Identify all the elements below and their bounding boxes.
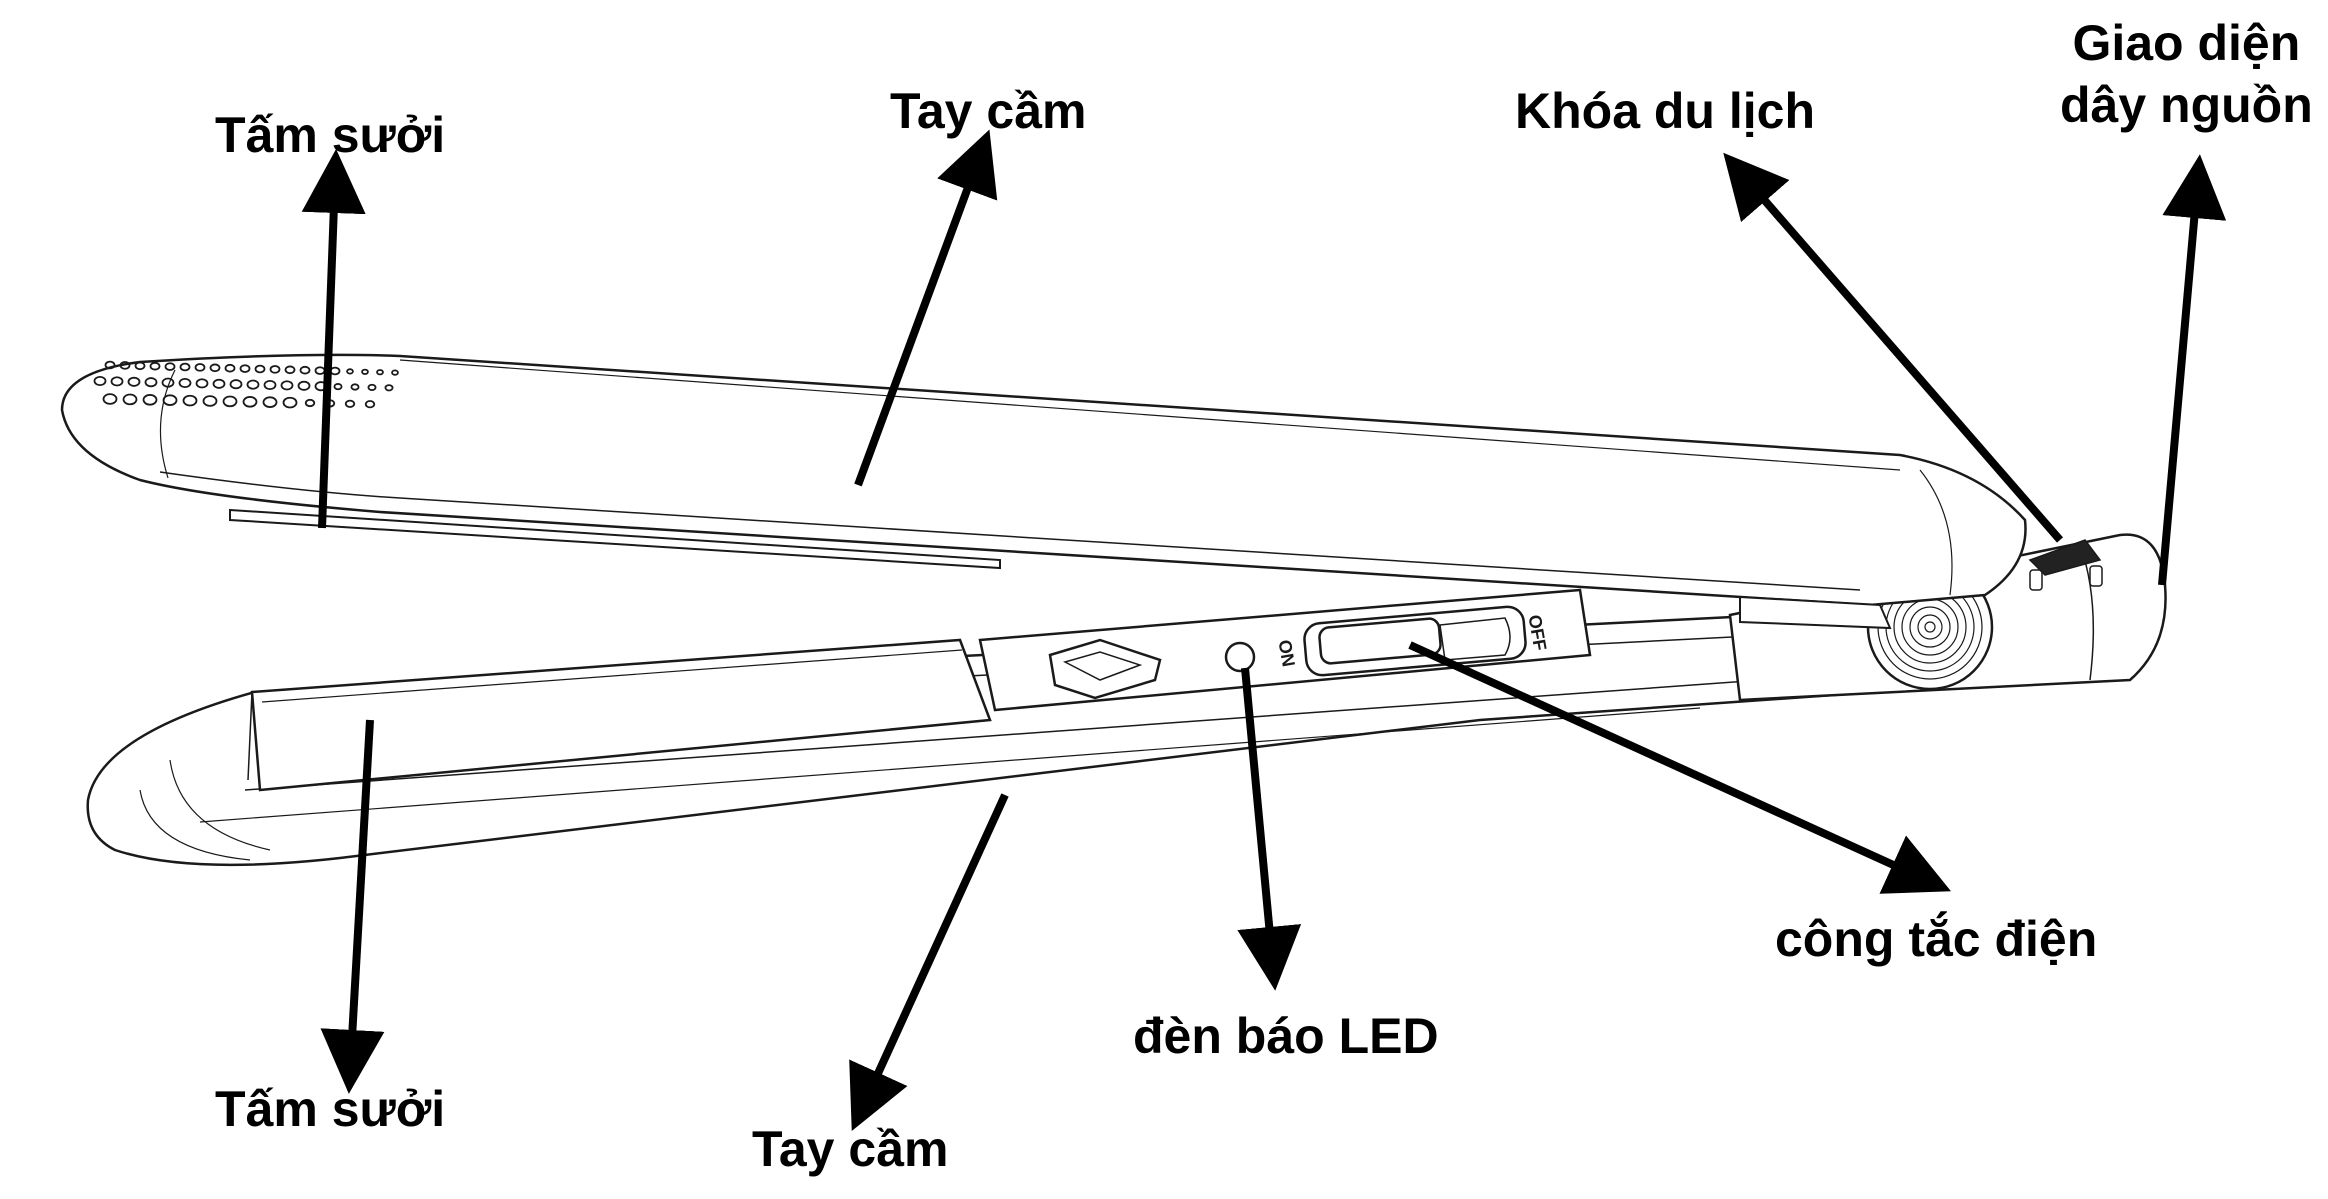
vent-hole [229, 379, 243, 390]
vent-hole [263, 379, 277, 391]
label-travel-lock: Khóa du lịch [1515, 83, 1815, 139]
arrow-led-indicator [1237, 667, 1302, 991]
vent-hole [164, 362, 176, 371]
vent-hole [212, 378, 226, 389]
arrow-heating-plate-top [301, 149, 366, 529]
vent-hole [299, 365, 311, 375]
label-power-interface-line1: Giao diện [2072, 15, 2301, 71]
vent-hole [222, 395, 238, 408]
vent-hole [242, 396, 258, 408]
vent-hole [162, 394, 178, 406]
vent-hole [246, 379, 260, 390]
vent-hole [333, 383, 343, 391]
label-led-indicator: đèn báo LED [1133, 1008, 1439, 1064]
vent-hole [350, 383, 360, 391]
lock-slider [1048, 638, 1162, 700]
upper-arm [60, 353, 2027, 607]
vent-hole [209, 363, 221, 373]
arrow-heating-plate-bottom [320, 719, 385, 1094]
vent-hole [384, 384, 394, 392]
arrow-travel-lock [1723, 152, 2064, 543]
vent-hole [367, 383, 377, 391]
vent-hole [161, 377, 175, 388]
vent-hole [262, 396, 278, 408]
vent-hole [102, 393, 118, 405]
power-switch-drawing [1303, 605, 1527, 677]
vent-hole [127, 376, 141, 387]
vent-hole [195, 378, 209, 389]
vent-hole [202, 395, 218, 407]
vent-hole [269, 365, 281, 374]
vent-hole [346, 368, 354, 375]
vent-hole [179, 362, 191, 372]
vent-hole [119, 361, 131, 370]
callout-arrows [301, 129, 2227, 1131]
label-heating-plate-top: Tấm sưởi [215, 107, 446, 163]
arrow-handle-bottom [849, 793, 1009, 1131]
arrow-power-switch [1408, 641, 1951, 894]
upper-heating-plate [229, 508, 1892, 630]
vent-hole [280, 380, 294, 391]
lower-heating-plate [247, 638, 992, 792]
label-power-interface: Giao diện dây nguồn [2060, 12, 2313, 136]
label-power-switch: công tắc điện [1775, 911, 2098, 967]
vent-hole [93, 375, 107, 387]
vent-hole [122, 393, 138, 406]
vent-hole [284, 365, 296, 375]
led-light [1224, 641, 1256, 673]
vent-hole [239, 364, 251, 373]
label-handle-top: Tay cầm [890, 83, 1087, 139]
vent-hole [194, 363, 206, 372]
arrow-power-interface [2158, 154, 2227, 586]
vent-hole [142, 394, 158, 406]
label-power-interface-line2: dây nguồn [2060, 77, 2313, 133]
vent-hole [224, 363, 236, 373]
vent-hole [376, 369, 384, 376]
arrow-handle-top [854, 129, 998, 487]
vent-hole [149, 361, 161, 371]
label-heating-plate-bottom: Tấm sưởi [215, 1081, 446, 1137]
vent-hole [361, 368, 369, 375]
vent-hole [182, 394, 198, 407]
vent-hole [134, 361, 146, 371]
vent-hole [178, 377, 192, 389]
vent-hole [282, 396, 298, 409]
vent-hole [297, 380, 311, 391]
vent-hole [254, 364, 266, 374]
switch-on-text: ON [1274, 638, 1298, 668]
vent-hole [344, 399, 356, 408]
label-handle-bottom: Tay cầm [752, 1121, 949, 1177]
vent-hole [104, 360, 116, 370]
vent-hole [144, 377, 158, 388]
vent-holes [93, 360, 399, 409]
vent-hole [391, 369, 399, 376]
vent-hole [304, 398, 316, 408]
vent-hole [364, 400, 376, 409]
vent-hole [110, 376, 124, 387]
